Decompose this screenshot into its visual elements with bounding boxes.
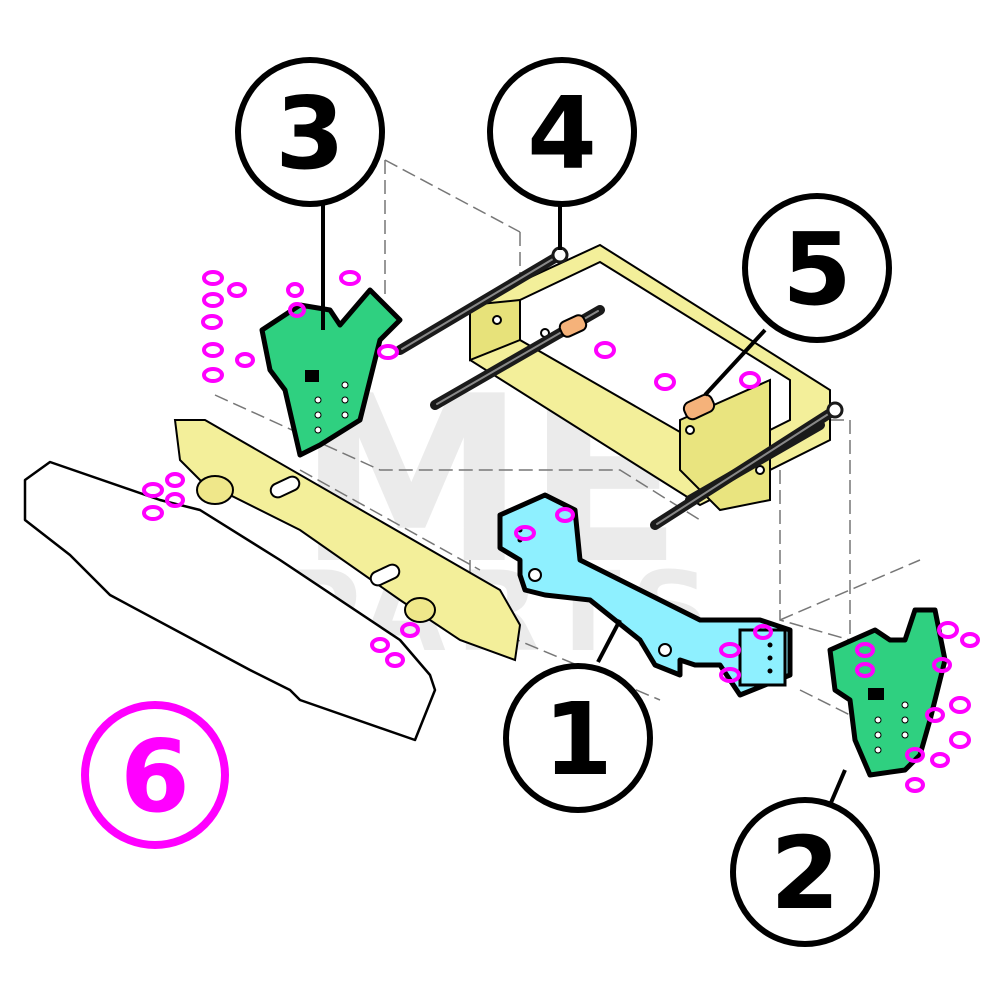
callout-4-label: 4 — [527, 75, 597, 192]
callout-1-label: 1 — [543, 681, 613, 798]
left-side-bracket — [259, 287, 403, 458]
callout-5-label: 5 — [782, 211, 852, 328]
spacers — [558, 314, 716, 421]
callout-6: 6 — [81, 701, 229, 849]
hardware-fasteners — [142, 270, 980, 793]
callout-leaders — [321, 200, 847, 806]
lower-mounting-bar — [173, 419, 522, 662]
right-side-bracket — [827, 607, 948, 778]
callout-2: 2 — [730, 797, 880, 947]
callout-5: 5 — [742, 193, 892, 343]
callout-2-label: 2 — [770, 815, 840, 932]
callout-1: 1 — [503, 663, 653, 813]
callout-3-label: 3 — [275, 75, 345, 192]
callout-4: 4 — [487, 57, 637, 207]
callout-6-label: 6 — [120, 718, 190, 835]
callout-3: 3 — [235, 57, 385, 207]
upper-frame — [469, 243, 831, 512]
